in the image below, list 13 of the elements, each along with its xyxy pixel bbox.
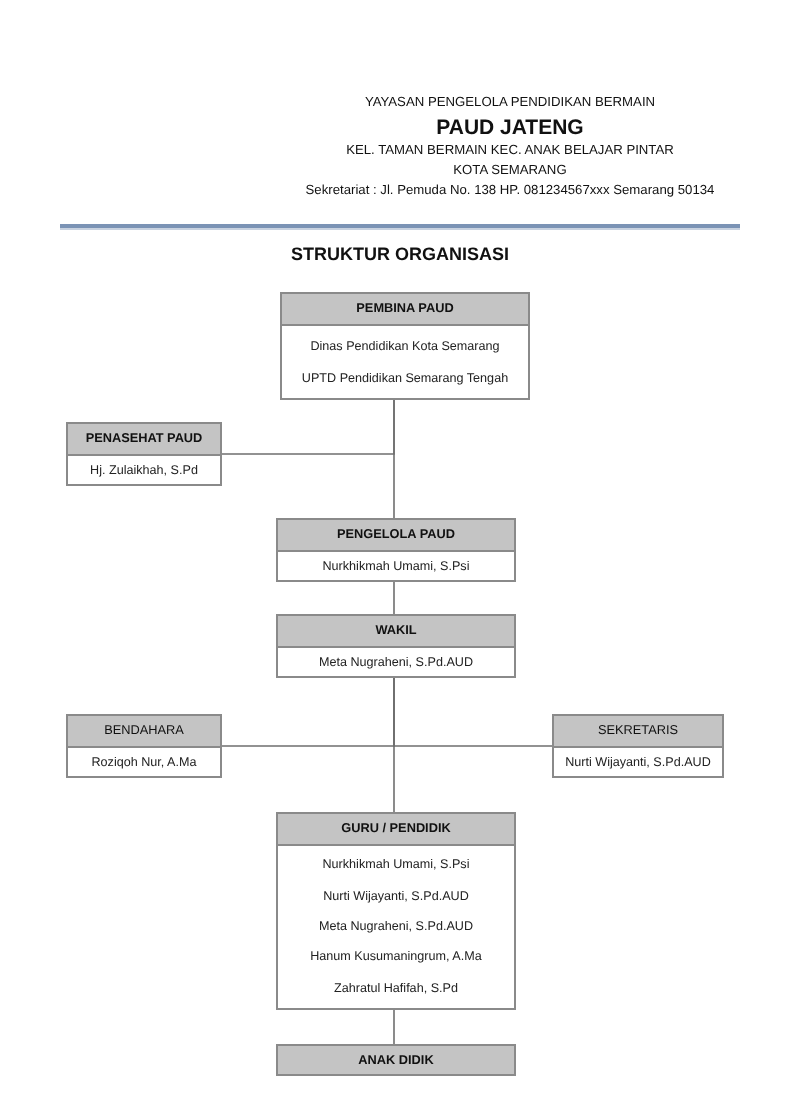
position-box: [276, 518, 516, 582]
position-box: [552, 714, 724, 778]
position-box: [276, 614, 516, 678]
organization-name: PAUD JATENG: [434, 116, 586, 142]
connector-line: [393, 581, 395, 615]
position-box: [66, 714, 222, 778]
position-box: [66, 422, 222, 486]
chart-title: STRUKTUR ORGANISASI: [288, 244, 511, 264]
position-box: [280, 292, 530, 400]
position-box: [276, 812, 516, 1010]
connector-line: [393, 399, 395, 519]
connector-line: [393, 1009, 395, 1045]
connector-line: [393, 677, 395, 813]
